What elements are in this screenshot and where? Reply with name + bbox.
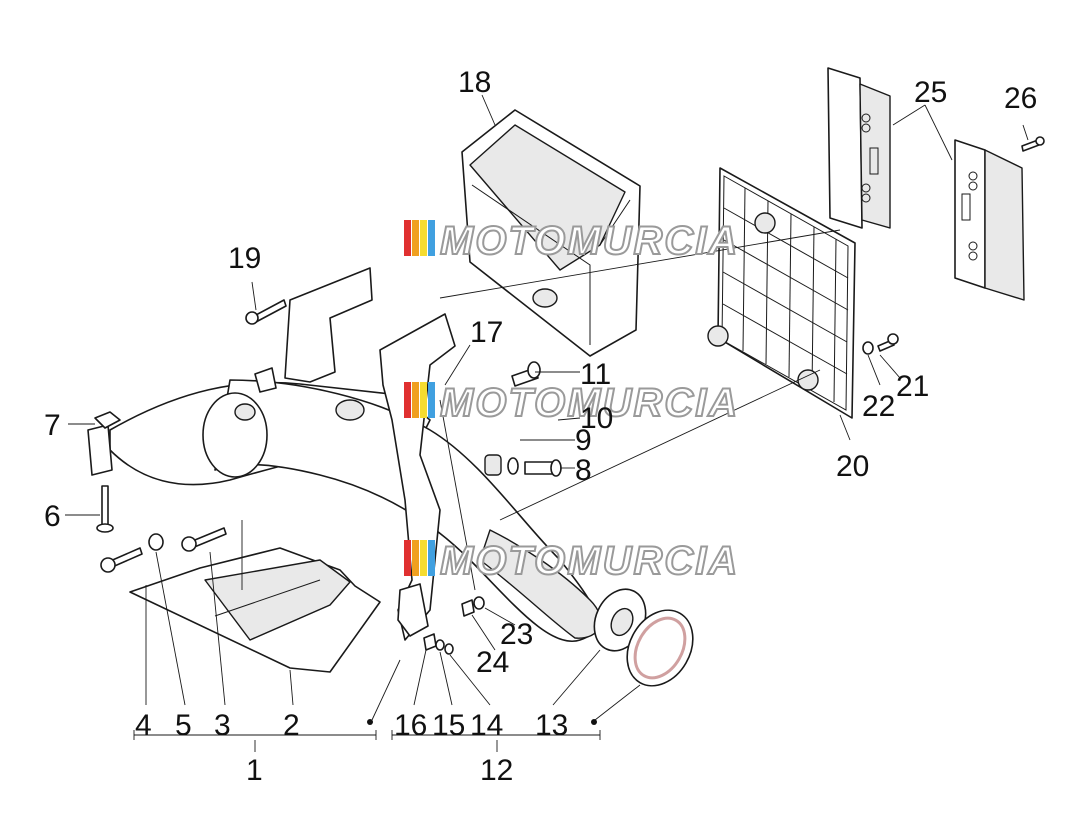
watermark-stripe-yellow <box>420 540 427 576</box>
callout-9: 9 <box>575 424 592 457</box>
callout-23: 23 <box>500 618 533 651</box>
watermark-stripe-red <box>404 540 411 576</box>
callout-25: 25 <box>914 76 947 109</box>
callout-11: 11 <box>580 358 611 391</box>
callout-14: 14 <box>470 709 503 742</box>
callout-7: 7 <box>44 409 61 442</box>
watermark-stripe-yellow <box>420 220 427 256</box>
callout-5: 5 <box>175 709 192 742</box>
watermark-middle: MOTOMURCIA <box>404 380 739 426</box>
under-tray <box>129 547 381 673</box>
watermark-stripe-blue <box>428 540 435 576</box>
rear-mudguard-frame <box>87 267 602 643</box>
callout-10: 10 <box>580 402 613 435</box>
callout-15: 15 <box>432 709 465 742</box>
callout-16: 16 <box>394 709 427 742</box>
callout-24: 24 <box>476 646 509 679</box>
leader-lines <box>65 94 1029 752</box>
watermark-stripe-orange <box>412 382 419 418</box>
callout-2: 2 <box>283 709 300 742</box>
callout-1: 1 <box>246 754 263 787</box>
callout-4: 4 <box>135 709 152 742</box>
callout-13: 13 <box>535 709 568 742</box>
watermark-stripe-orange <box>412 540 419 576</box>
watermark-stripe-blue <box>428 220 435 256</box>
callout-12: 12 <box>480 754 513 787</box>
watermark-text: MOTOMURCIA <box>440 381 739 425</box>
callout-17: 17 <box>470 316 503 349</box>
hardware-screws <box>94 136 1045 655</box>
watermark-stripe-yellow <box>420 382 427 418</box>
watermark-stripe-blue <box>428 382 435 418</box>
callout-19: 19 <box>228 242 261 275</box>
license-plate-holder <box>707 167 856 419</box>
callout-8: 8 <box>575 454 592 487</box>
tail-light-housing <box>461 109 641 357</box>
watermark-stripe-red <box>404 220 411 256</box>
watermark-bottom: MOTOMURCIA <box>404 538 739 584</box>
callout-26: 26 <box>1004 82 1037 115</box>
watermark-stripe-red <box>404 382 411 418</box>
watermark-text: MOTOMURCIA <box>440 539 739 583</box>
watermark-stripe-orange <box>412 220 419 256</box>
plate-bracket-left <box>827 67 891 229</box>
callout-20: 20 <box>836 450 869 483</box>
watermark-top: MOTOMURCIA <box>404 218 739 264</box>
plate-bracket-right <box>954 139 1025 301</box>
callout-3: 3 <box>214 709 231 742</box>
rear-reflector <box>626 609 694 687</box>
callout-18: 18 <box>458 66 491 99</box>
callout-6: 6 <box>44 500 61 533</box>
callout-21: 21 <box>896 370 929 403</box>
watermark-text: MOTOMURCIA <box>440 219 739 263</box>
callout-labels: 18 25 26 19 17 11 10 9 8 7 6 21 22 20 23… <box>44 66 1037 787</box>
callout-22: 22 <box>862 390 895 423</box>
